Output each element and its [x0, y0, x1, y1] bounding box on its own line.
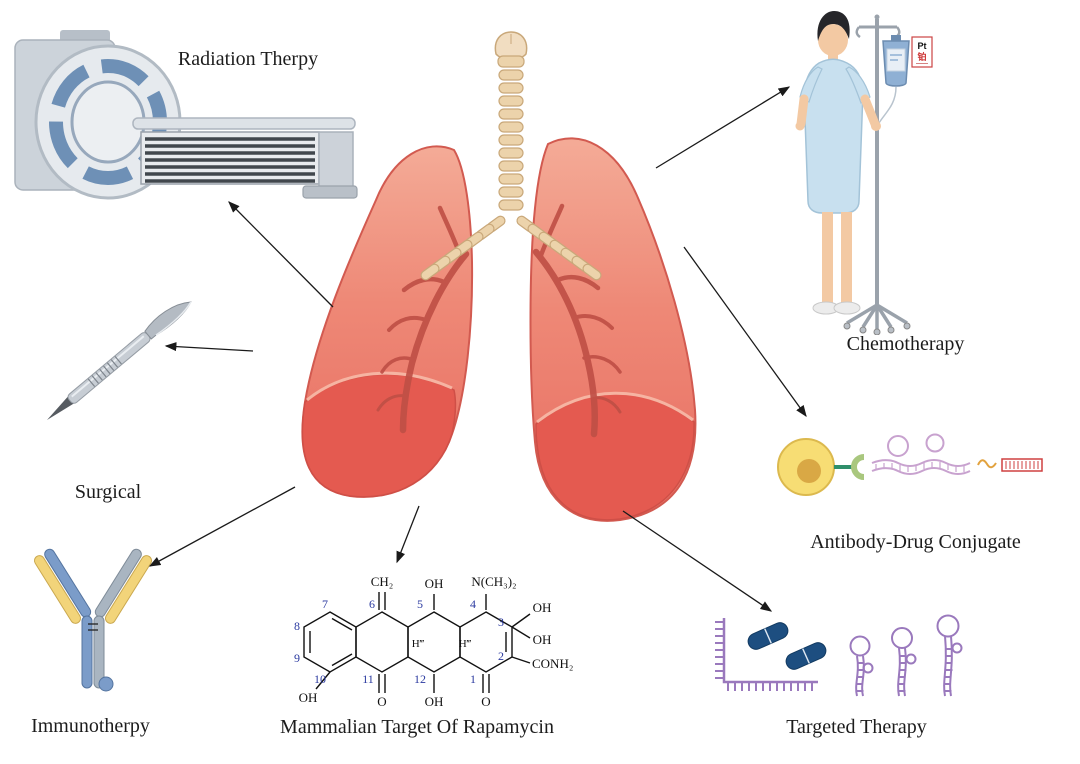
position-5: 5: [417, 597, 423, 611]
substituent-o-c11: O: [377, 694, 386, 709]
left-lung: [301, 145, 474, 498]
substituent-oh-c12: OH: [425, 694, 444, 709]
scalpel-blade: [144, 301, 192, 340]
scalpel-grip-ridges: [87, 356, 122, 387]
position-12: 12: [414, 672, 426, 686]
position-11: 11: [362, 672, 374, 686]
antibody-illustration: [33, 548, 153, 692]
lungs-illustration: [301, 31, 697, 522]
label-chemotherapy: Chemotherapy: [846, 333, 965, 355]
cell-nucleus: [797, 459, 821, 483]
antibody-fragment: [851, 454, 865, 480]
patient-leg: [822, 212, 833, 304]
iv-tube: [878, 86, 897, 124]
iv-pole-base: [846, 303, 908, 329]
antibody-left-arm: [33, 548, 92, 624]
substituent-ch2: CH₂: [371, 574, 394, 589]
patient-shoe: [833, 301, 861, 315]
antibody-stem: [81, 615, 114, 692]
label-surgical: Surgical: [74, 481, 142, 503]
chemotherapy-patient-illustration: Pt 铂: [795, 11, 933, 335]
radiation-machine-illustration: [14, 30, 358, 200]
scalpel-tip: [47, 394, 77, 420]
rna-hairpin: [891, 627, 917, 697]
label-immunotherapy: Immunotherpy: [31, 715, 150, 737]
scalpel: [47, 301, 192, 420]
scalpel-handle: [67, 332, 151, 404]
larynx: [494, 31, 528, 68]
position-2: 2: [498, 649, 504, 663]
pill-capsule: [747, 622, 789, 650]
substituent-oh-c3: OH: [533, 600, 552, 615]
adc-illustration: [777, 433, 1043, 496]
position-8: 8: [294, 619, 300, 633]
patient-hair: [817, 11, 850, 41]
treatment-table: [132, 117, 358, 199]
rna-hairpins: [849, 614, 963, 697]
right-main-bronchus: [516, 215, 602, 281]
patient-hand-on-pole: [871, 121, 881, 131]
antibody-right-arm: [94, 548, 153, 624]
scalpel-illustration: [47, 301, 192, 420]
disulfide-bonds: [88, 623, 98, 631]
substituent-o-c1: O: [481, 694, 490, 709]
iv-pole-wheels: [843, 322, 911, 335]
stereo-h-b: H‴: [459, 638, 472, 650]
cell: [777, 438, 835, 496]
position-7: 7: [322, 597, 328, 611]
patient: [795, 11, 881, 315]
rna-hairpin: [936, 614, 963, 697]
substituent-conh2: CONH₂: [532, 656, 573, 671]
molecule-bonds: [303, 592, 531, 693]
position-1: 1: [470, 672, 476, 686]
position-6: 6: [369, 597, 375, 611]
label-radiation-therapy: Radiation Therpy: [177, 48, 319, 70]
position-10: 10: [314, 672, 326, 686]
trachea: [498, 69, 524, 211]
patient-leg: [841, 212, 852, 304]
table-vents: [145, 137, 315, 183]
rna-strand: [871, 433, 971, 475]
targeted-therapy-illustration: [715, 614, 963, 697]
position-4: 4: [470, 597, 476, 611]
molecule-position-numbers: 1 2 3 4 5 6 7 8 9 10 11 12: [294, 597, 504, 686]
sequence-box: [1001, 458, 1043, 472]
pill-capsule: [785, 642, 827, 670]
bronchial-tree: [376, 203, 622, 438]
label-rapamycin: Mammalian Target Of Rapamycin: [280, 716, 554, 738]
molecule-substituent-labels: CH₂ OH N(CH₃)₂ OH OH CONH₂ O OH O OH H‴ …: [299, 574, 574, 709]
stereo-h-a: H‴: [412, 638, 425, 650]
payload-squiggle: [977, 459, 997, 469]
patient-face: [818, 24, 848, 56]
label-targeted-therapy: Targeted Therapy: [786, 716, 927, 738]
rna-hairpin: [849, 635, 874, 697]
substituent-oh-c10: OH: [299, 690, 318, 705]
substituent-oh-c5: OH: [425, 576, 444, 591]
label-adc: Antibody-Drug Conjugate: [810, 531, 1021, 553]
iv-bag: [878, 35, 910, 124]
substituent-n-ch3-2: N(CH₃)₂: [471, 574, 516, 589]
drug-card-chinese: 铂: [917, 51, 926, 62]
iv-pole: [843, 14, 911, 335]
position-3: 3: [498, 615, 504, 629]
position-9: 9: [294, 651, 300, 665]
left-main-bronchus: [420, 215, 506, 281]
drug-card-symbol: Pt: [918, 41, 927, 51]
substituent-oh-c2a: OH: [533, 632, 552, 647]
comb-structure: [715, 618, 818, 691]
rapamycin-structure-illustration: CH₂ OH N(CH₃)₂ OH OH CONH₂ O OH O OH H‴ …: [294, 574, 574, 709]
iv-drug-card: Pt 铂: [911, 36, 933, 68]
